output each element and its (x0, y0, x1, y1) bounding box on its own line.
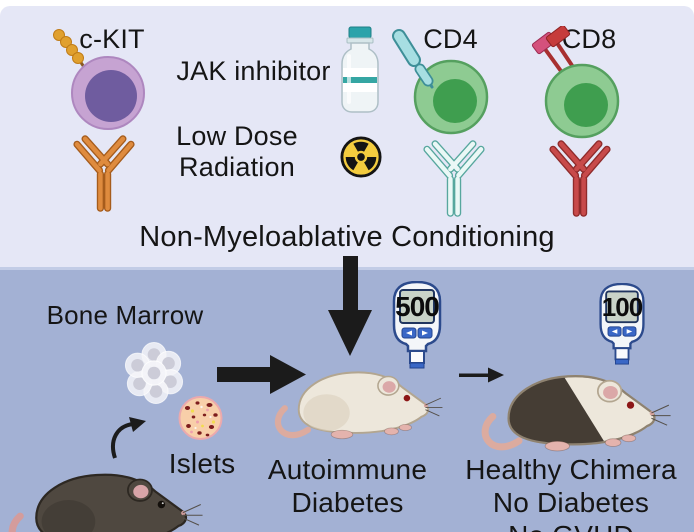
right-arrow-icon (217, 355, 306, 394)
anti-cd4-antibody-icon (423, 140, 485, 217)
stem-cell-icon (53, 29, 145, 130)
outcome-healthy-chimera-label: Healthy Chimera No Diabetes No GVHD (465, 454, 677, 532)
anti-cd8-antibody-icon (549, 140, 611, 217)
islet-icon (178, 396, 223, 440)
conditioning-title: Non-Myeloablative Conditioning (139, 221, 555, 253)
cd4-tcell-icon (392, 29, 489, 135)
low-dose-radiation-label: Low Dose Radiation (176, 121, 298, 183)
glucometer-low-icon (599, 283, 645, 365)
cd4-label: CD4 (423, 24, 478, 54)
islets-label: Islets (168, 448, 236, 479)
bone-marrow-label: Bone Marrow (46, 300, 204, 330)
cd8-label: CD8 (561, 24, 617, 54)
jak-inhibitor-label: JAK inhibitor (176, 56, 331, 86)
outcome-autoimmune-label: Autoimmune Diabetes (267, 454, 428, 518)
chimera-mouse-icon (481, 375, 671, 452)
small-right-arrow-icon (459, 367, 504, 383)
ckit-label: c-KIT (79, 24, 145, 54)
glucometer-low-value: 100 (601, 292, 643, 322)
down-arrow-icon (328, 256, 372, 356)
cd8-tcell-icon (531, 26, 620, 139)
bone-marrow-icon (124, 342, 184, 404)
curved-arrow-icon (111, 417, 146, 459)
vial-icon (341, 26, 379, 113)
black-mouse-icon (8, 473, 203, 532)
glucometer-high-icon (392, 281, 442, 369)
radiation-icon (340, 136, 382, 178)
white-mouse-icon (275, 371, 443, 440)
glucometer-high-value: 500 (395, 291, 440, 322)
anti-ckit-antibody-icon (73, 135, 135, 212)
